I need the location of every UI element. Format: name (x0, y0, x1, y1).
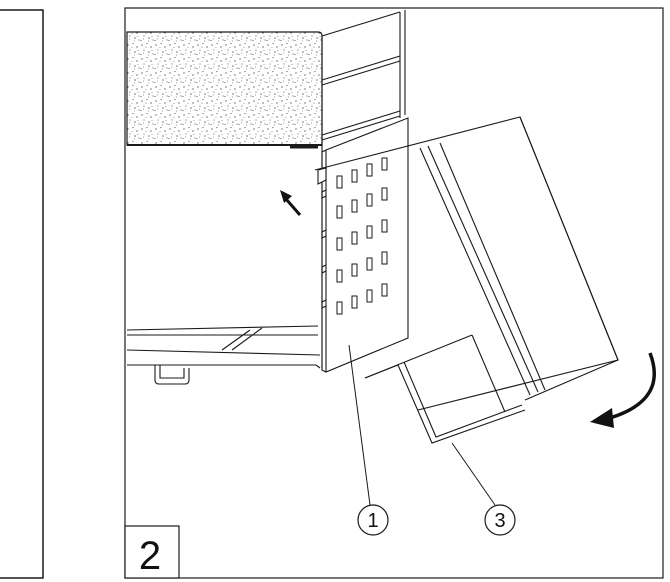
housing-body (126, 10, 406, 385)
callout-3-leader (451, 442, 496, 506)
callout-3-label: 3 (494, 510, 505, 532)
insulation-panel (126, 31, 323, 149)
figure-frame (124, 7, 664, 579)
push-arrow-icon (280, 190, 302, 216)
lower-bracket (364, 334, 526, 444)
step-number-box: 2 (124, 525, 180, 579)
callout-3: 3 (484, 504, 516, 536)
perforated-plate (317, 117, 409, 373)
left-panel-frame (0, 9, 44, 579)
callout-1: 1 (357, 504, 389, 536)
callout-1-leader (348, 344, 371, 506)
rotate-arrow-icon (590, 352, 656, 428)
callout-1-label: 1 (367, 510, 378, 532)
rotating-cover (314, 116, 619, 411)
step-number: 2 (139, 534, 161, 578)
